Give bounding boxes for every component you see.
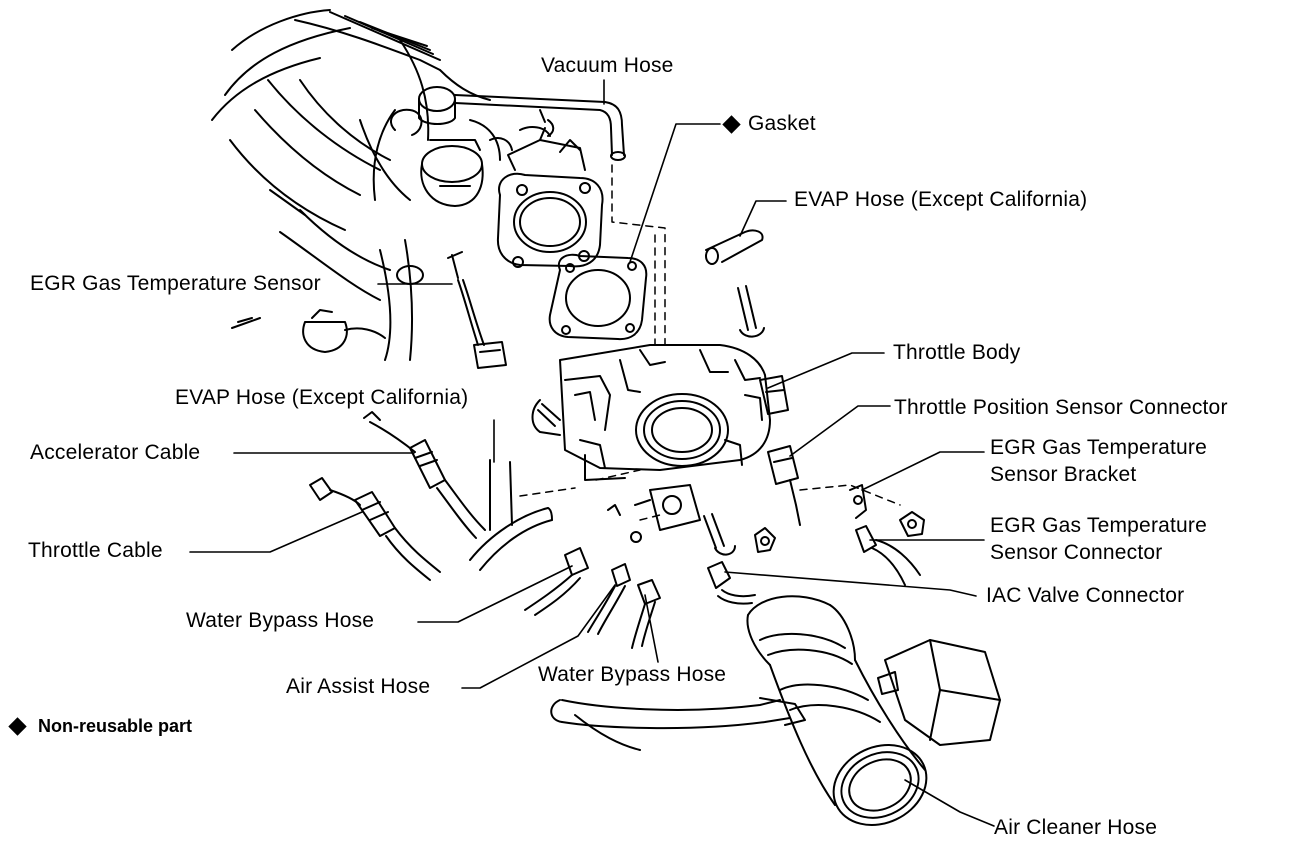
diamond-icon <box>722 114 741 134</box>
alignment-dashed-lines <box>519 164 901 521</box>
evap-hose-left-drawing <box>469 459 553 571</box>
leader-lines <box>189 79 995 827</box>
water-bypass-hose-left-drawing <box>524 547 589 616</box>
label-throttle-cable: Throttle Cable <box>28 539 163 562</box>
tps-connector-drawing <box>767 445 801 526</box>
label-throttle-position-sensor-connector: Throttle Position Sensor Connector <box>894 396 1228 419</box>
bolts-drawing <box>607 285 925 556</box>
label-egr-gas-temperature-sensor: EGR Gas Temperature Sensor <box>30 272 321 295</box>
label-gasket: Gasket <box>748 112 816 135</box>
accelerator-cable-drawing <box>363 411 486 539</box>
air-cleaner-hose-drawing <box>746 595 1001 826</box>
label-egr-sensor-connector-line1: EGR Gas Temperature <box>990 514 1207 537</box>
evap-hose-top-drawing <box>705 229 764 265</box>
gasket-drawing <box>548 253 648 341</box>
label-air-cleaner-hose: Air Cleaner Hose <box>994 816 1158 839</box>
label-egr-sensor-bracket-line1: EGR Gas Temperature <box>990 436 1207 459</box>
diamond-icon <box>8 717 27 736</box>
throttle-body-drawing <box>531 344 789 531</box>
label-accelerator-cable: Accelerator Cable <box>30 441 201 464</box>
water-bypass-hose-right-drawing <box>550 579 806 751</box>
label-gasket-group: Gasket <box>722 112 816 136</box>
vacuum-hose-drawing <box>454 94 626 161</box>
air-assist-hose-drawing <box>587 563 631 635</box>
label-egr-sensor-bracket-line2: Sensor Bracket <box>990 463 1137 486</box>
label-water-bypass-hose-left: Water Bypass Hose <box>186 609 375 632</box>
throttle-cable-drawing <box>309 477 441 581</box>
label-iac-valve-connector: IAC Valve Connector <box>986 584 1185 607</box>
label-throttle-body: Throttle Body <box>893 341 1021 364</box>
label-egr-sensor-connector-line2: Sensor Connector <box>990 541 1163 564</box>
label-egr-sensor-connector: EGR Gas Temperature Sensor Connector <box>990 512 1207 566</box>
label-water-bypass-hose-right: Water Bypass Hose <box>538 663 727 686</box>
label-air-assist-hose: Air Assist Hose <box>286 675 431 698</box>
label-vacuum-hose: Vacuum Hose <box>541 54 674 77</box>
label-evap-hose-left: EVAP Hose (Except California) <box>175 386 469 409</box>
egr-sensor-drawing <box>447 251 507 369</box>
legend-non-reusable: Non-reusable part <box>8 716 192 737</box>
legend-text: Non-reusable part <box>38 716 193 736</box>
label-evap-hose-top: EVAP Hose (Except California) <box>794 188 1088 211</box>
label-egr-sensor-bracket: EGR Gas Temperature Sensor Bracket <box>990 434 1207 488</box>
iac-connector-drawing <box>707 561 756 605</box>
intake-flange-drawing <box>496 127 604 268</box>
